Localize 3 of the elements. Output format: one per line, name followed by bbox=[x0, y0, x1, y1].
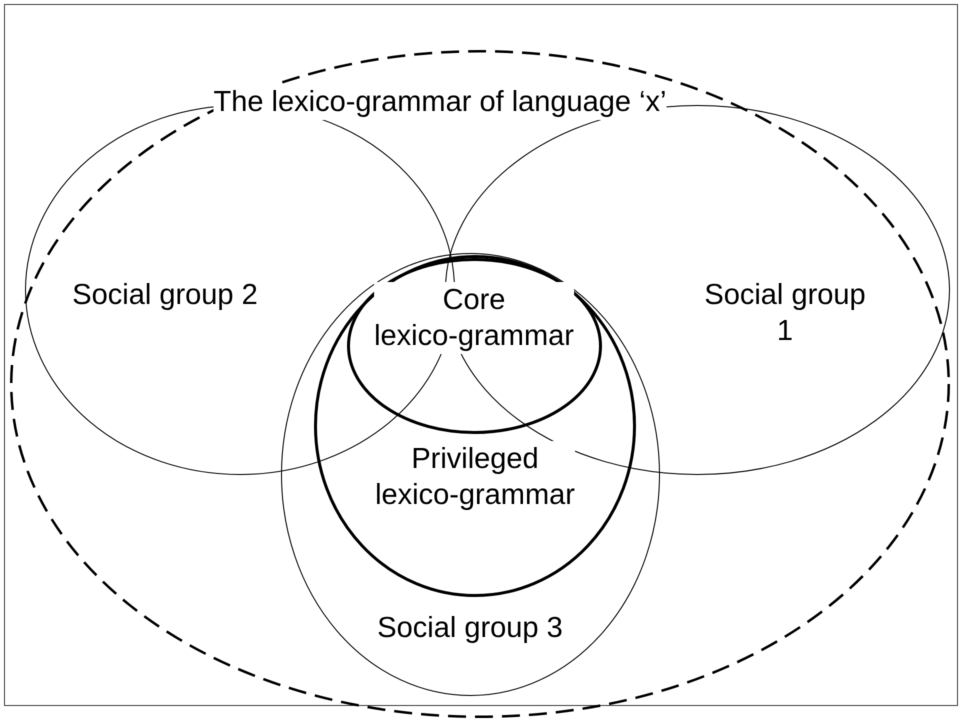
set-label: Core lexico-grammar bbox=[374, 282, 574, 354]
set-label: Privileged lexico-grammar bbox=[375, 441, 575, 513]
set-label: The lexico-grammar of language ‘x’ bbox=[214, 84, 666, 120]
